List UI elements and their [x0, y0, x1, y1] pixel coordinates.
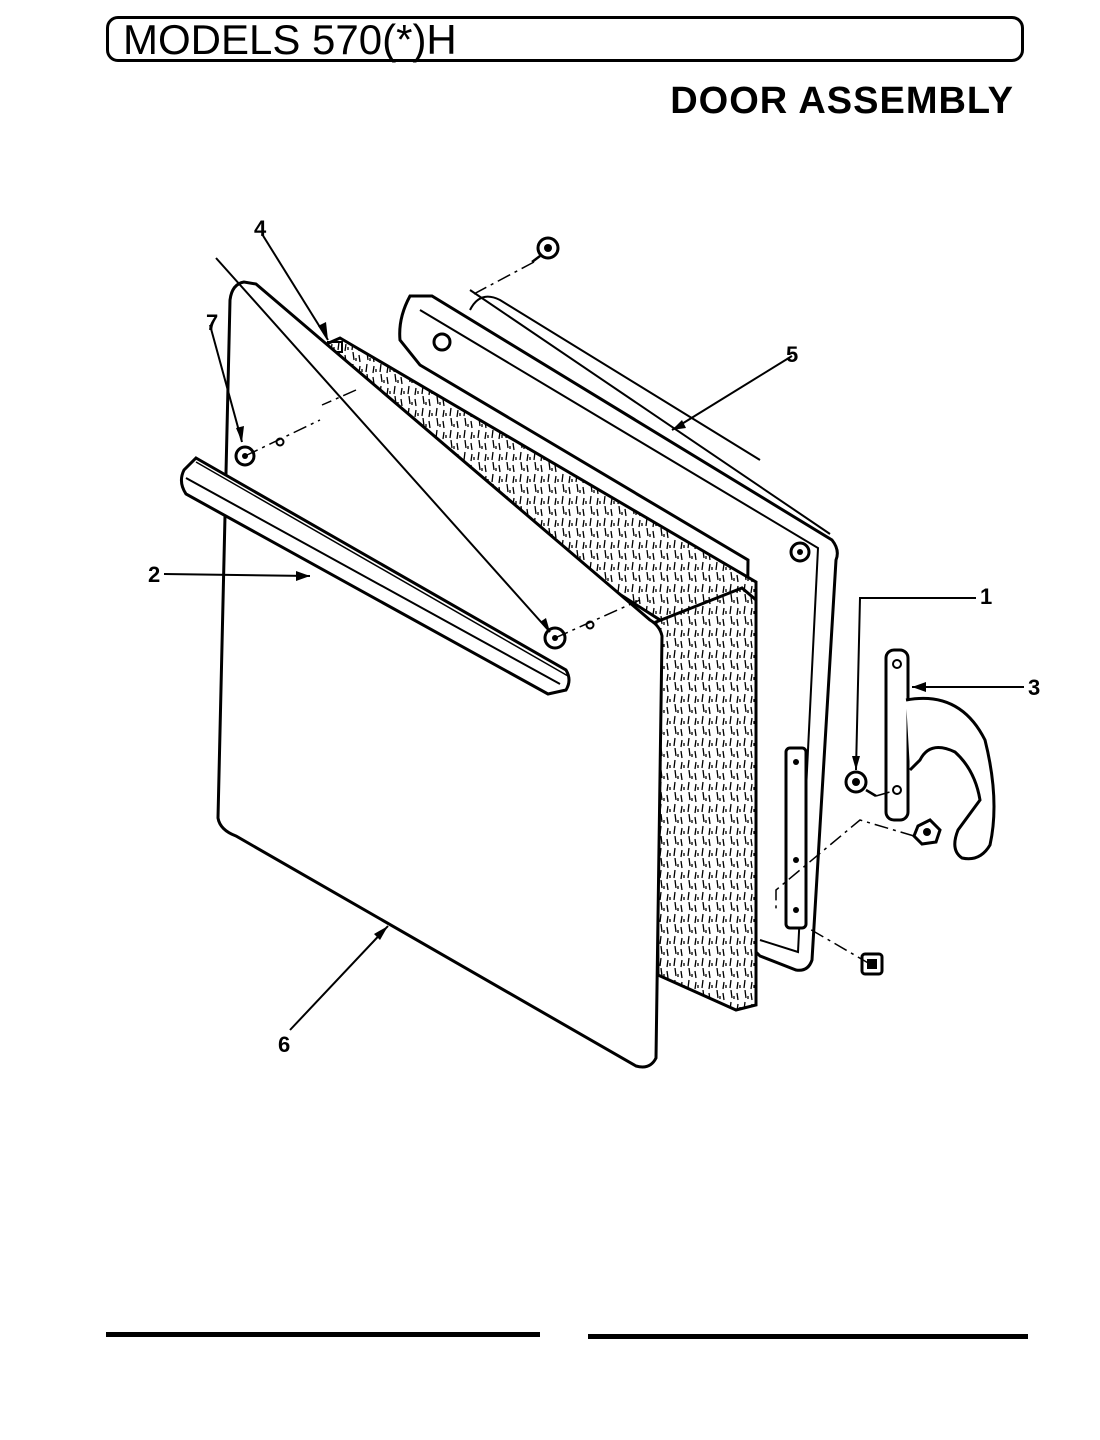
door-hinge	[884, 648, 996, 861]
square-nut	[860, 952, 884, 976]
page-title: MODELS 570(*)H	[123, 16, 457, 63]
section-title: DOOR ASSEMBLY	[670, 80, 1014, 122]
callout-5: 5	[786, 342, 798, 367]
leader-arrowheads	[236, 322, 926, 940]
hinge-screw	[844, 770, 877, 798]
door-handle	[179, 456, 571, 696]
leader-lines	[163, 233, 1024, 1031]
assembly-lines	[244, 261, 915, 965]
callout-7: 7	[206, 310, 218, 335]
callout-2: 2	[148, 562, 160, 587]
header-box: MODELS 570(*)H	[106, 16, 1024, 63]
callout-3: 3	[1028, 675, 1040, 700]
callout-6: 6	[278, 1032, 290, 1057]
footer-rule-right	[588, 1334, 1028, 1339]
top-screw	[531, 236, 560, 263]
footer-rule-left	[106, 1332, 540, 1337]
callout-1: 1	[980, 584, 992, 609]
door-hinge-bracket	[784, 746, 808, 930]
callout-4: 4	[254, 216, 267, 241]
hinge-nut	[912, 818, 942, 846]
